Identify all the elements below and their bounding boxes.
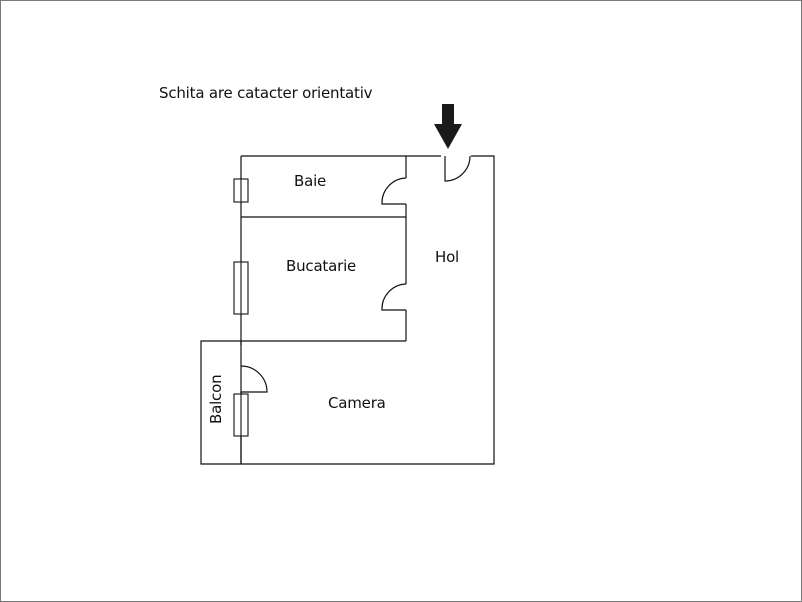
- room-label-balcon: Balcon: [207, 375, 225, 424]
- arrow-down-icon: [434, 104, 462, 149]
- room-label-bucatarie: Bucatarie: [286, 257, 356, 275]
- door-baie: [381, 177, 407, 205]
- balcony-outline: [200, 340, 241, 465]
- orientation-note: Schita are catacter orientativ: [159, 84, 373, 102]
- room-label-camera: Camera: [328, 394, 386, 412]
- door-entrance: [444, 155, 471, 182]
- door-balcon: [240, 365, 268, 393]
- room-label-hol: Hol: [435, 248, 459, 266]
- door-bucatarie: [381, 283, 407, 311]
- room-label-baie: Baie: [294, 172, 326, 190]
- wall-outer: [240, 155, 495, 465]
